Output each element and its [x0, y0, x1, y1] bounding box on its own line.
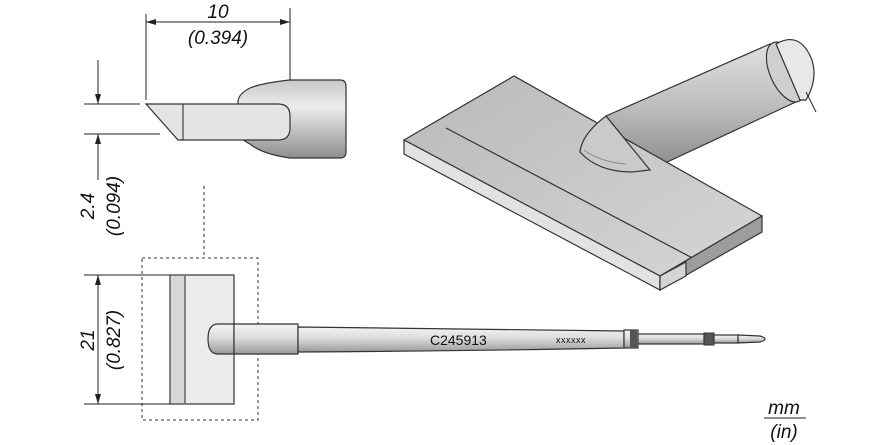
bevel-highlight: [445, 127, 701, 263]
width-mm-label: 21: [78, 329, 99, 351]
band-dark: [630, 330, 637, 348]
arrowhead: [95, 134, 101, 144]
arrowhead: [95, 394, 101, 404]
perspective-view: [402, 39, 817, 292]
arrowhead: [95, 275, 101, 285]
length-in-label: (0.394): [188, 28, 248, 49]
width-in-label: (0.827): [104, 310, 125, 370]
side-view: 10 (0.394) 2.4 (0.094): [78, 2, 347, 236]
units-legend: mm (in): [764, 398, 806, 443]
side-blade: [144, 103, 291, 141]
neck-edge: [583, 149, 627, 165]
top-view: 21 (0.827) C245913 xxxxxx: [78, 186, 766, 421]
pin-point: [737, 334, 766, 344]
arrowhead: [146, 19, 156, 25]
length-mm-label: 10: [207, 2, 229, 23]
pin: [637, 333, 705, 345]
arrowhead: [280, 19, 290, 25]
blade-bevel: [171, 276, 185, 403]
pin-end: [713, 334, 739, 344]
unit-mm-label: mm: [768, 398, 800, 419]
collar: [233, 323, 299, 355]
shaft-tail: [805, 91, 817, 113]
marking-label: xxxxxx: [556, 335, 586, 345]
thickness-in-label: (0.094): [104, 176, 125, 236]
neck: [207, 323, 235, 355]
outline-box: [141, 257, 259, 421]
arrowhead: [95, 94, 101, 104]
pin-band: [703, 332, 715, 346]
blade-end-bevel: [659, 260, 687, 292]
unit-in-label: (in): [770, 422, 797, 443]
part-number-label: C245913: [430, 332, 487, 348]
thickness-mm-label: 2.4: [78, 193, 99, 220]
